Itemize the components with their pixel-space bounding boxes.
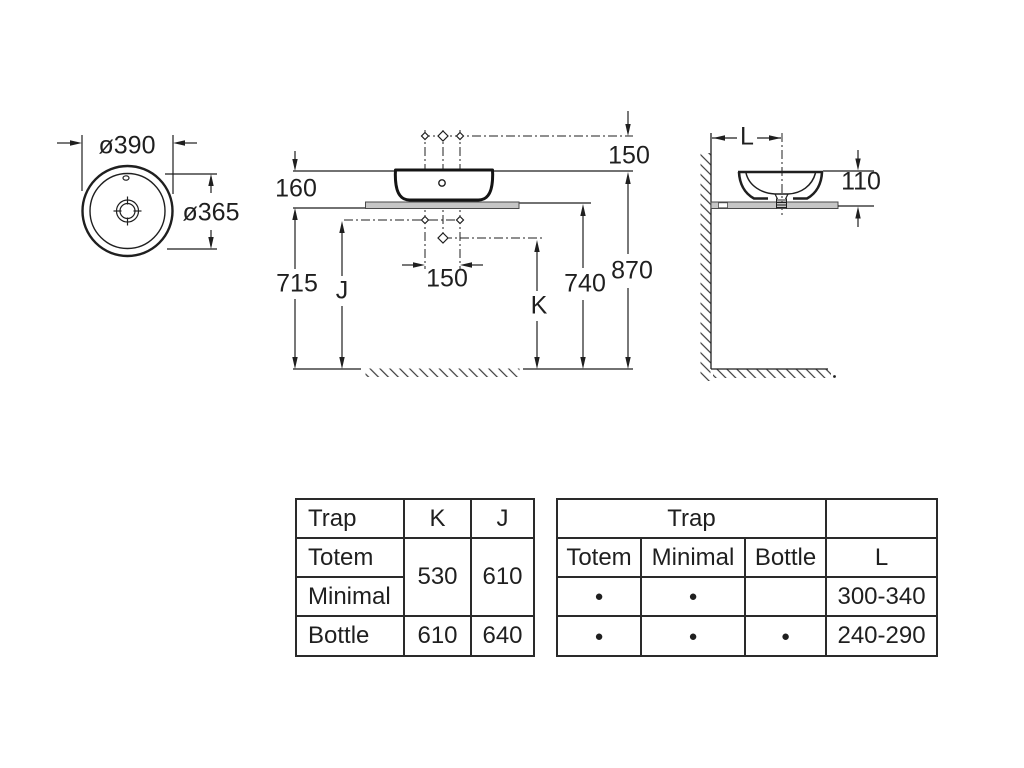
cell-minimal: Minimal — [295, 576, 405, 617]
front-dimensions — [292, 111, 631, 369]
cell-totem-header: Totem — [556, 537, 642, 578]
cell-r2-totem-dot: ● — [556, 615, 642, 657]
floor-hatch-side — [713, 369, 831, 378]
cell-j-header: J — [470, 498, 535, 539]
cell-r2-l-range: 240-290 — [825, 615, 939, 657]
tap-hole-front — [438, 179, 446, 187]
wall-hatch — [700, 153, 711, 381]
cell-empty-header — [825, 498, 939, 539]
overflow-hole — [122, 175, 130, 181]
cell-minimal-header: Minimal — [640, 537, 746, 578]
tap-position-markers — [420, 130, 465, 244]
dim-label-870: 870 — [608, 258, 656, 284]
side-view — [700, 133, 874, 381]
dim-label-715: 715 — [273, 271, 321, 297]
cell-k-header: K — [403, 498, 472, 539]
dim-label-390: ø390 — [98, 131, 156, 160]
counter-break — [718, 202, 728, 209]
drain-symbol — [113, 196, 142, 226]
cell-l-header: L — [825, 537, 939, 578]
basin-outer-rim — [81, 164, 174, 258]
dim-label-L: L — [737, 124, 757, 150]
cell-k-totem-minimal: 530 — [403, 537, 472, 617]
cell-trap-header: Trap — [295, 498, 405, 539]
cell-r1-minimal-dot: ● — [640, 576, 746, 617]
cell-r1-l-range: 300-340 — [825, 576, 939, 617]
centerlines — [344, 130, 633, 269]
cell-j-totem-minimal: 610 — [470, 537, 535, 617]
counter-front — [365, 201, 520, 209]
cell-bottle-header: Bottle — [743, 537, 828, 578]
cell-r1-totem-dot: ● — [556, 576, 642, 617]
dim-390 — [57, 135, 197, 194]
top-view — [57, 135, 217, 258]
dim-label-365: ø365 — [182, 198, 240, 227]
dim-label-740: 740 — [561, 271, 609, 297]
counter-side — [710, 201, 839, 209]
cell-bottle: Bottle — [295, 615, 405, 657]
dim-label-K: K — [527, 293, 551, 319]
dim-365 — [165, 173, 217, 250]
dim-label-110: 110 — [841, 167, 881, 196]
basin-side — [737, 170, 824, 209]
dim-label-160: 160 — [275, 174, 317, 203]
dim-110 — [823, 150, 874, 227]
dim-label-J: J — [332, 278, 352, 304]
cell-k-bottle: 610 — [403, 615, 472, 657]
drain-side — [776, 198, 787, 209]
cell-r1-bottle-empty — [743, 576, 828, 617]
table-trap-kj: Trap K J Totem 530 610 Minimal Bottle 61… — [295, 498, 535, 657]
front-view — [292, 111, 633, 377]
dim-label-150-top: 150 — [608, 141, 650, 170]
dim-L — [712, 135, 781, 141]
basin-inner-rim — [89, 172, 166, 250]
floor-hatch-front — [365, 368, 520, 377]
cell-j-bottle: 640 — [470, 615, 535, 657]
cell-r2-minimal-dot: ● — [640, 615, 746, 657]
cell-r2-bottle-dot: ● — [743, 615, 828, 657]
cell-trap-header2: Trap — [555, 498, 828, 539]
dim-label-150-spacing: 150 — [426, 264, 468, 293]
cell-totem: Totem — [295, 537, 405, 578]
table-trap-l: Trap Totem Minimal Bottle L ● ● 300-340 … — [555, 498, 939, 657]
